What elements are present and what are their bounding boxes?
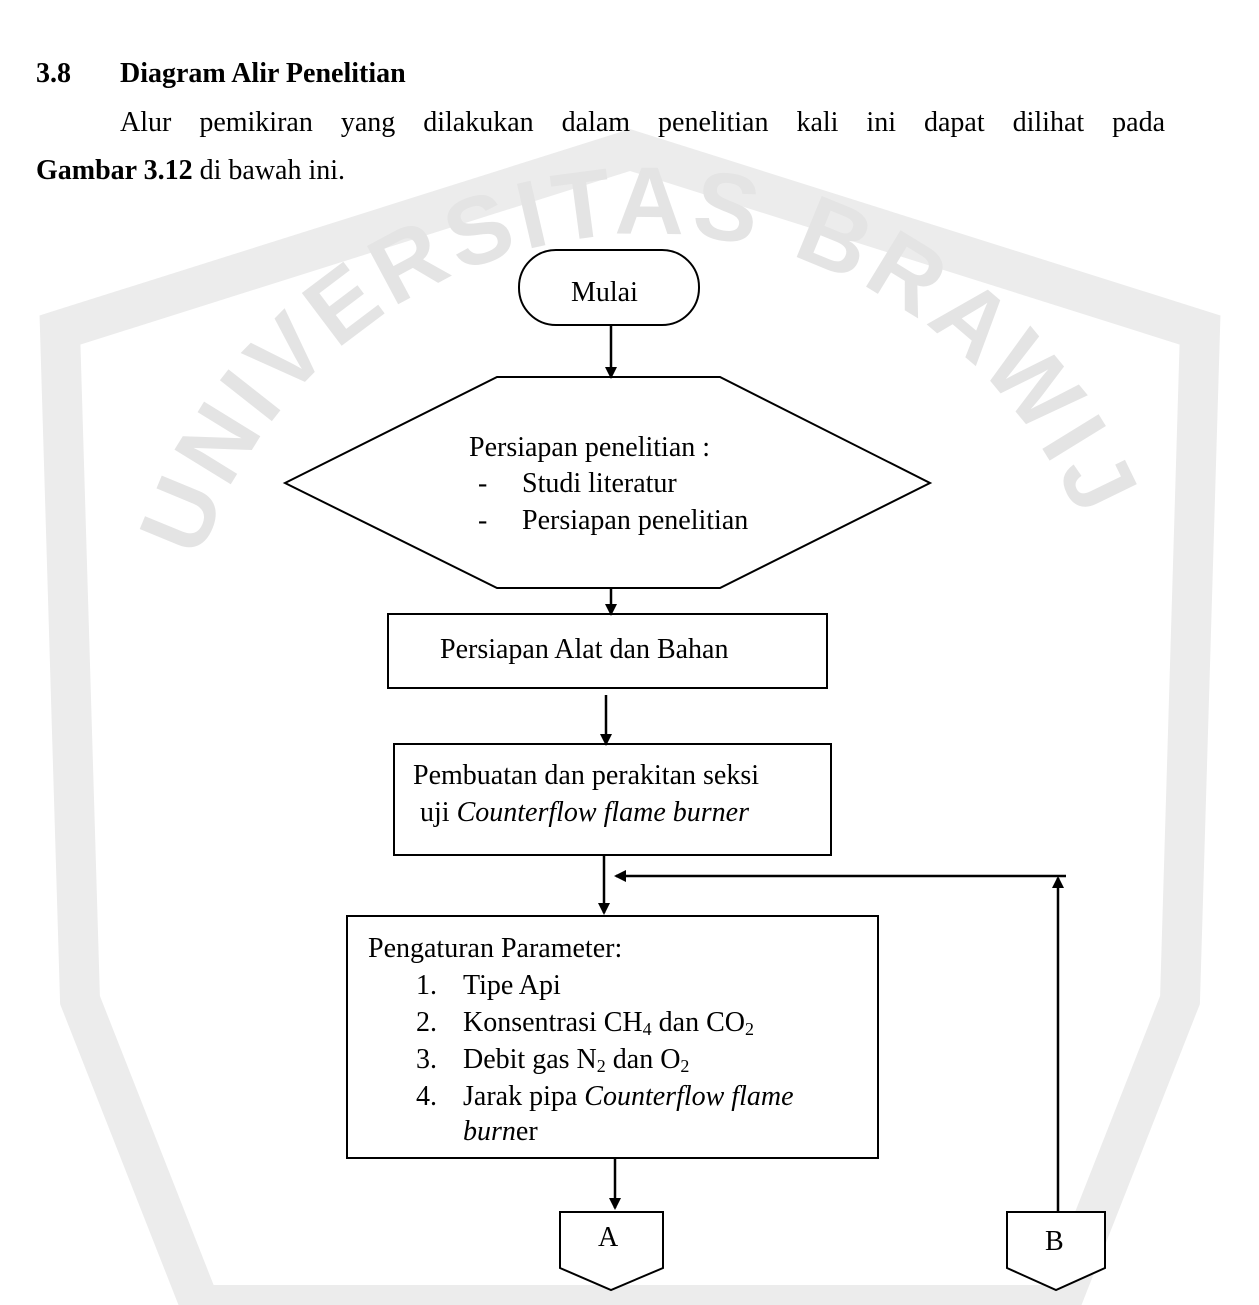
- build-process-box: [393, 743, 832, 856]
- prep-bullet-2: -: [478, 505, 488, 536]
- tools-label: Persiapan Alat dan Bahan: [440, 634, 729, 665]
- prep-item-1: Studi literatur: [522, 468, 677, 499]
- param-1-text: Tipe Api: [463, 970, 561, 1001]
- param-4-number: 4.: [416, 1081, 437, 1112]
- section-number: 3.8: [36, 58, 71, 89]
- section-title: Diagram Alir Penelitian: [120, 58, 406, 89]
- start-terminator: [518, 249, 700, 326]
- start-label: Mulai: [571, 277, 638, 308]
- paragraph-line-1: Alur pemikiran yang dilakukan dalam pene…: [120, 107, 1165, 138]
- param-4-text: Jarak pipa Counterflow flame: [463, 1081, 794, 1112]
- prep-bullet-1: -: [478, 468, 488, 499]
- param-1-number: 1.: [416, 970, 437, 1001]
- connector-a-label: A: [598, 1222, 619, 1253]
- connector-b-shape: [1006, 1211, 1106, 1292]
- paragraph-line-2-rest: di bawah ini.: [199, 155, 346, 186]
- build-line-1: Pembuatan dan perakitan seksi: [413, 760, 760, 791]
- prep-item-2: Persiapan penelitian: [522, 505, 749, 536]
- tools-process-box: [387, 613, 828, 689]
- param-3-number: 3.: [416, 1044, 437, 1075]
- param-2-number: 2.: [416, 1007, 437, 1038]
- connector-a-shape: [559, 1211, 664, 1292]
- build-line-2-plain: uji: [420, 797, 450, 828]
- connector-b-label: B: [1045, 1226, 1064, 1257]
- parameter-process-box: [346, 915, 879, 1159]
- figure-reference: Gambar 3.12: [36, 155, 193, 186]
- params-title: Pengaturan Parameter:: [368, 933, 623, 964]
- paragraph-line-2: Gambar 3.12 di bawah ini.: [36, 155, 345, 187]
- build-line-2: uji Counterflow flame burner: [420, 797, 749, 829]
- param-4-text-line-2: burner: [463, 1116, 538, 1147]
- param-2-text: Konsentrasi CH4 dan CO2: [463, 1007, 754, 1039]
- build-line-2-italic: Counterflow flame burner: [456, 797, 750, 828]
- preparation-hexagon: [282, 376, 933, 589]
- prep-title: Persiapan penelitian :: [469, 432, 711, 463]
- param-3-text: Debit gas N2 dan O2: [463, 1044, 690, 1076]
